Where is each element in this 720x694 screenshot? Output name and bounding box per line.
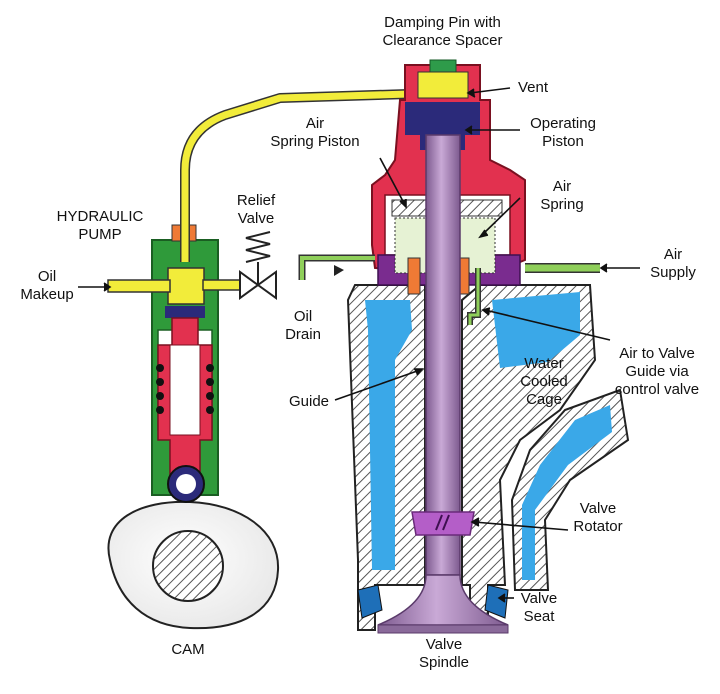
cam-label: CAM [171,641,205,658]
air-supply-label: Air Supply [650,246,696,281]
relief-valve [239,231,277,300]
valve-spindle [377,134,509,634]
water-cooled-cage-label: Water Cooled Cage [520,355,568,408]
valve-rotator-label: Valve Rotator [573,500,623,535]
guide-label: Guide [288,393,330,410]
leader-lines [78,87,640,603]
damping-pin-label: Damping Pin with Clearance Spacer [382,14,503,49]
air-spring-piston-label: Air Spring Piston [270,115,360,150]
vent-label: Vent [518,79,549,96]
water-cooled-cage [346,284,630,631]
hydraulic-pump-label: HYDRAULIC PUMP [56,208,144,243]
oil-drain-label: Oil Drain [285,308,321,343]
air-to-valve-guide-label: Air to Valve Guide via control valve [614,345,700,398]
valve-spindle-label: Valve Spindle [418,636,470,671]
hydraulic-pump [151,224,219,503]
valve-seat-label: Valve Seat [520,590,558,625]
operating-piston-label: Operating Piston [530,115,596,150]
pump-spring [156,364,214,414]
cam [107,500,280,630]
air-spring-label: Air Spring [540,178,584,213]
relief-valve-label: Relief Valve [236,192,276,227]
air-lines [298,254,600,325]
oil-makeup-label: Oil Makeup [20,268,74,303]
